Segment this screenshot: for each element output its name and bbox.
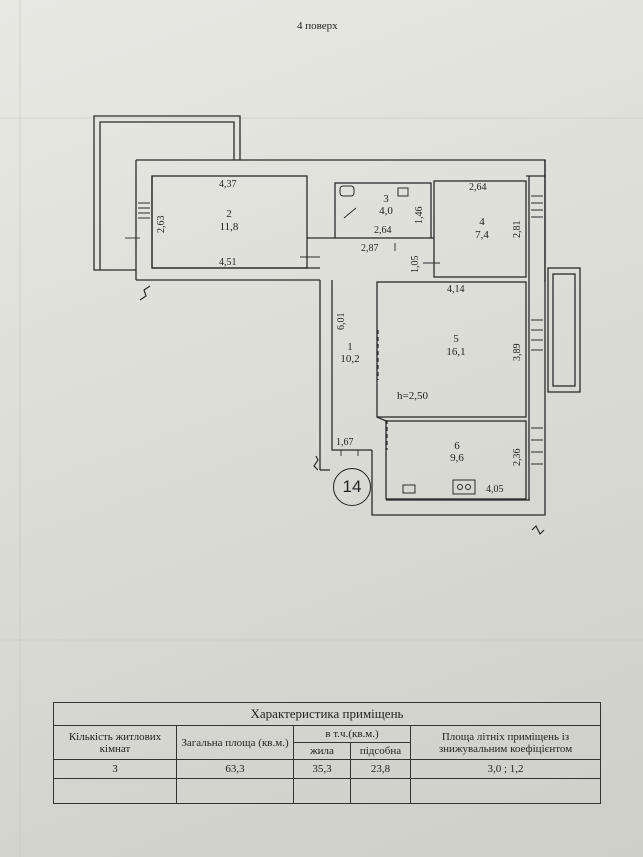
room-5-number: 5 — [453, 333, 459, 345]
room-3-number: 3 — [383, 193, 389, 205]
empty-cell — [293, 778, 351, 804]
empty-cell — [410, 778, 601, 804]
room-5-area: 16,1 — [446, 346, 466, 358]
dim-r4-top: 2,64 — [469, 182, 487, 193]
room-4-number: 4 — [479, 216, 485, 228]
dim-r5-right: 3,89 — [512, 343, 523, 362]
dim-hall-side: 6,01 — [336, 312, 347, 331]
value-living: 35,3 — [293, 759, 351, 779]
dim-entry: 1,67 — [336, 437, 354, 448]
table-title: Характеристика приміщень — [53, 702, 601, 726]
value-rooms-count: 3 — [53, 759, 177, 779]
dim-r4-right: 2,81 — [512, 220, 523, 239]
header-including: в т.ч.(кв.м.) — [293, 725, 411, 743]
empty-cell — [53, 778, 177, 804]
header-rooms-count: Кількість житлових кімнат — [53, 725, 177, 760]
apartment-number-badge: 14 — [333, 468, 371, 506]
dim-r3-bottom: 2,64 — [374, 225, 392, 236]
empty-cell — [350, 778, 411, 804]
header-total-area: Загальна площа (кв.м.) — [176, 725, 294, 760]
room-2-number: 2 — [226, 208, 232, 220]
floor-label: 4 поверх — [297, 20, 338, 32]
ceiling-height: h=2,50 — [397, 390, 428, 402]
dim-hall-door: 1,05 — [410, 255, 421, 274]
room-3-area: 4,0 — [379, 205, 393, 217]
dim-r6-right: 2,36 — [512, 448, 523, 467]
room-1-number: 1 — [347, 341, 353, 353]
dim-r2-bottom: 4,51 — [219, 257, 237, 268]
room-6-area: 9,6 — [450, 452, 464, 464]
empty-cell — [176, 778, 294, 804]
dim-r6-bottom: 4,05 — [486, 484, 504, 495]
room-2-area: 11,8 — [219, 221, 239, 233]
value-summer-area: 3,0 ; 1,2 — [410, 759, 601, 779]
dim-r3-right: 1,46 — [414, 206, 425, 225]
header-auxiliary: підсобна — [350, 742, 411, 760]
header-summer-area: Площа літніх приміщень із знижувальним к… — [410, 725, 601, 760]
dim-r2-left: 2,63 — [156, 215, 167, 234]
dim-r2-top: 4,37 — [219, 179, 237, 190]
header-living: жила — [293, 742, 351, 760]
room-1-area: 10,2 — [340, 353, 360, 365]
dim-hall-top: 2,87 — [361, 243, 379, 254]
value-total-area: 63,3 — [176, 759, 294, 779]
room-4-area: 7,4 — [475, 229, 489, 241]
value-auxiliary: 23,8 — [350, 759, 411, 779]
room-6-number: 6 — [454, 440, 460, 452]
room-characteristics-table: Характеристика приміщень Кількість житло… — [53, 702, 601, 804]
dim-r5-top: 4,14 — [447, 284, 465, 295]
